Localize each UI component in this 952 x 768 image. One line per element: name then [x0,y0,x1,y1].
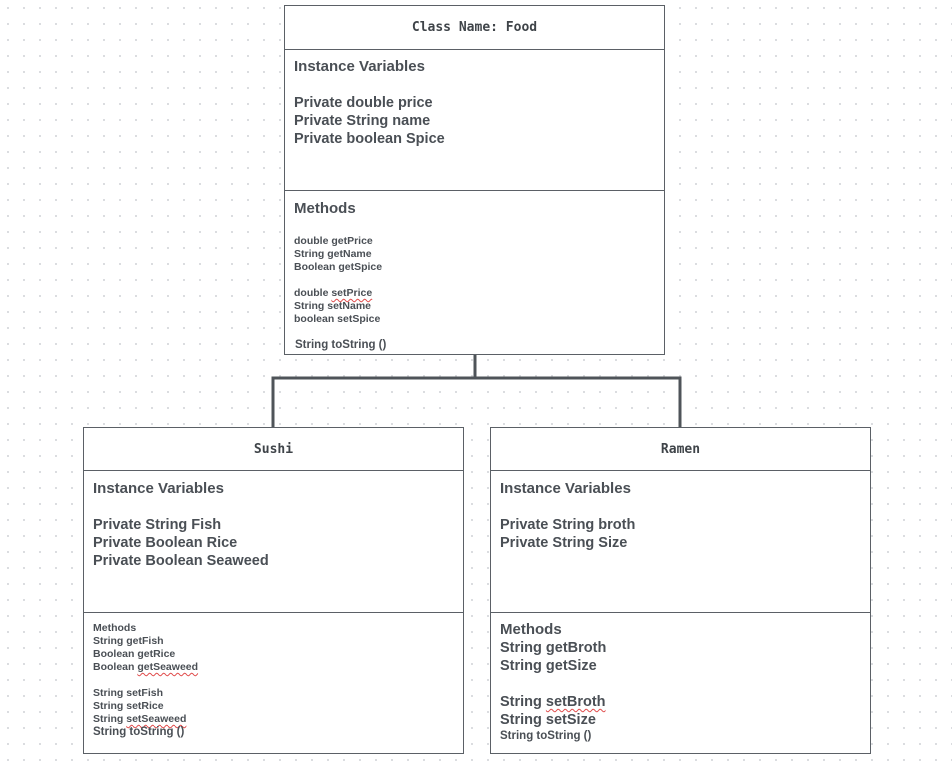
ramen-instance-variables: Instance Variables Private String broth … [491,480,870,552]
class-title-food: Class Name: Food [285,6,664,50]
section-divider [84,612,463,613]
variable-item: Private String Fish [93,517,222,533]
inheritance-line [271,376,682,427]
section-header: Instance Variables [294,58,425,75]
method-item: String toString () [500,730,592,742]
variable-item: Private Boolean Rice [93,535,238,551]
food-instance-variables: Instance Variables Private double price … [285,58,664,148]
method-item-prefix: Boolean [93,661,138,673]
section-header: Methods [500,621,562,638]
section-header: Instance Variables [93,480,224,497]
variable-item: Private String broth [500,517,636,533]
method-item: String getBroth [500,640,607,656]
method-item: double getPrice [294,235,373,247]
section-divider [491,612,870,613]
spellcheck-underlined-text: getSeaweed [137,661,199,673]
food-methods: Methods double getPrice String getName B… [285,200,664,352]
method-item: boolean setSpice [294,313,381,325]
method-item: String setFish [93,687,164,699]
class-title-sushi: Sushi [84,428,463,471]
spellcheck-underlined-text: setBroth [545,694,606,710]
section-header: Instance Variables [500,480,631,497]
method-item-prefix: String [93,713,127,725]
class-ramen[interactable]: Ramen Instance Variables Private String … [490,427,871,754]
spellcheck-underlined-text: setPrice [331,287,373,299]
class-food[interactable]: Class Name: Food Instance Variables Priv… [284,5,665,355]
method-item: String getName [294,248,372,260]
variable-item: Private String Size [500,535,628,551]
method-item-prefix: double [294,287,332,299]
sushi-instance-variables: Instance Variables Private String Fish P… [84,480,463,570]
method-item: String setRice [93,700,164,712]
method-item: Boolean getSeaweed [93,661,463,674]
variable-item: Private Boolean Seaweed [93,553,269,569]
ramen-methods: Methods String getBroth String getSize S… [491,621,870,744]
section-divider [285,190,664,191]
class-sushi[interactable]: Sushi Instance Variables Private String … [83,427,464,754]
sushi-methods: Methods String getFish Boolean getRice B… [84,622,463,739]
method-item: String setName [294,300,372,312]
method-item: Boolean getSpice [294,261,383,273]
class-title-ramen: Ramen [491,428,870,471]
method-item-prefix: String [500,694,546,710]
method-item: Boolean getRice [93,648,176,660]
method-item: String setBroth [500,693,870,711]
variable-item: Private double price [294,95,433,111]
method-item: String setSeaweed [93,713,463,726]
method-item: String setSize [500,712,596,728]
method-item: String toString () [295,339,387,351]
section-header: Methods [93,622,137,634]
section-header: Methods [294,200,356,217]
method-item: double setPrice [294,287,664,300]
method-item: String getFish [93,635,164,647]
variable-item: Private String name [294,113,431,129]
spellcheck-underlined-text: setSeaweed [126,713,187,725]
method-item: String getSize [500,658,597,674]
variable-item: Private boolean Spice [294,131,445,147]
method-item: String toString () [93,726,185,738]
